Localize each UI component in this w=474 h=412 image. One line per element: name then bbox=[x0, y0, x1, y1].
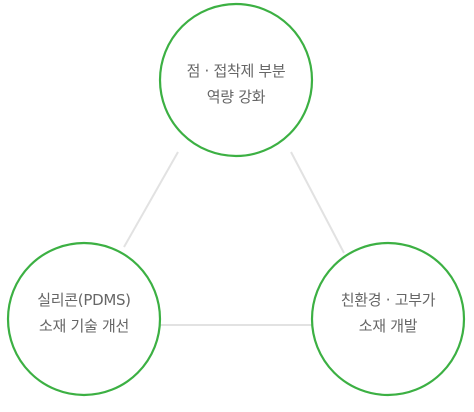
node-label-left: 실리콘(PDMS) 소재 기술 개선 bbox=[14, 287, 154, 339]
node-label-top: 점 · 접착제 부분 역량 강화 bbox=[166, 58, 306, 110]
node-circle-left bbox=[6, 241, 162, 397]
node-left-line1: 실리콘(PDMS) bbox=[37, 291, 131, 309]
node-right-line2: 소재 개발 bbox=[358, 317, 418, 335]
connector-top-right bbox=[290, 151, 345, 254]
node-left-line2: 소재 기술 개선 bbox=[39, 317, 129, 335]
node-right-line1: 친환경 · 고부가 bbox=[340, 291, 436, 309]
node-circle-right bbox=[310, 241, 466, 397]
node-top-line1: 점 · 접착제 부분 bbox=[186, 62, 286, 80]
node-circle-top bbox=[158, 2, 314, 158]
node-top-line2: 역량 강화 bbox=[206, 88, 266, 106]
node-label-right: 친환경 · 고부가 소재 개발 bbox=[318, 287, 458, 339]
connector-top-left bbox=[123, 151, 179, 248]
